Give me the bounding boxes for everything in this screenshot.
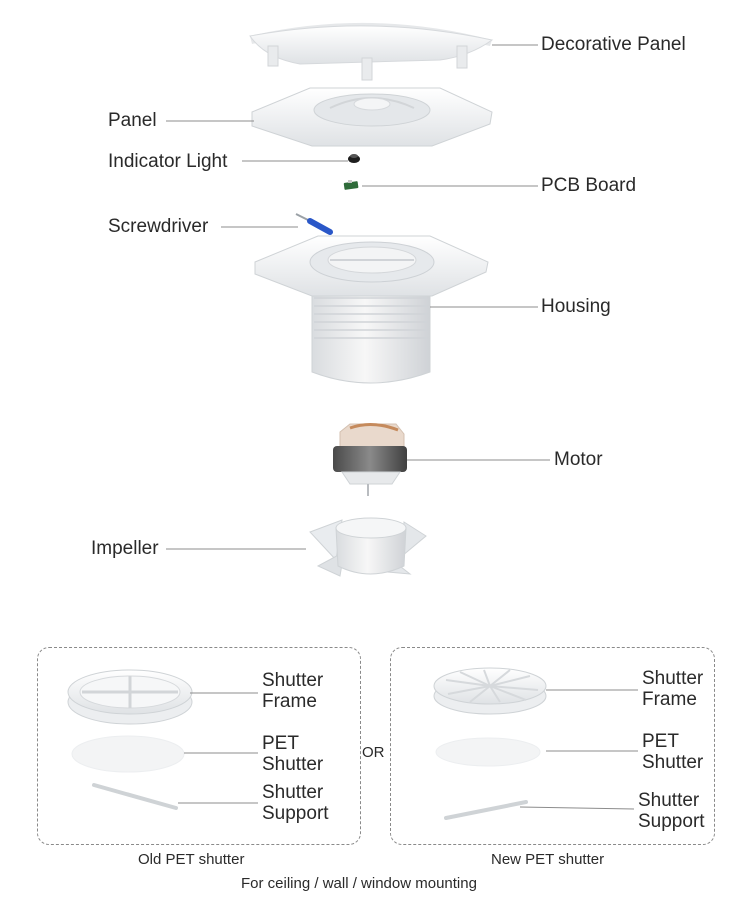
or-separator: OR [362, 744, 385, 761]
footer-mounting-note: For ceiling / wall / window mounting [241, 875, 477, 892]
housing-part [254, 235, 489, 384]
old-shutter-support-part [92, 783, 178, 810]
leader-new-support [519, 806, 635, 810]
label-new-shutter-support: Shutter Support [638, 790, 705, 832]
label-new-pet-shutter: PET Shutter [642, 731, 704, 773]
new-shutter-support-part [444, 800, 528, 820]
old-shutter-box [37, 647, 361, 845]
motor-part [333, 423, 407, 496]
new-shutter-frame-part [433, 667, 547, 715]
new-shutter-box [390, 647, 715, 845]
new-pet-shutter-part [435, 737, 541, 767]
label-old-shutter-frame: Shutter Frame [262, 670, 324, 712]
label-panel: Panel [108, 110, 157, 131]
pcb-board-part [343, 180, 359, 190]
label-pcb-board: PCB Board [541, 175, 637, 196]
screwdriver-part [295, 213, 333, 235]
old-shutter-frame-part [67, 669, 193, 725]
label-indicator-light: Indicator Light [108, 151, 228, 172]
label-motor: Motor [554, 449, 603, 470]
label-screwdriver: Screwdriver [108, 216, 209, 237]
label-impeller: Impeller [91, 538, 159, 559]
label-decorative-panel: Decorative Panel [541, 34, 686, 55]
caption-new-pet-shutter: New PET shutter [491, 851, 605, 868]
label-housing: Housing [541, 296, 611, 317]
caption-old-pet-shutter: Old PET shutter [138, 851, 245, 868]
old-pet-shutter-part [71, 735, 185, 773]
leader-lines [166, 44, 638, 810]
indicator-light-part [348, 154, 360, 163]
label-old-shutter-support: Shutter Support [262, 782, 329, 824]
impeller-part [309, 517, 427, 577]
label-old-pet-shutter: PET Shutter [262, 733, 324, 775]
label-new-shutter-frame: Shutter Frame [642, 668, 704, 710]
panel-part [251, 87, 493, 147]
decorative-panel-part [249, 22, 494, 81]
